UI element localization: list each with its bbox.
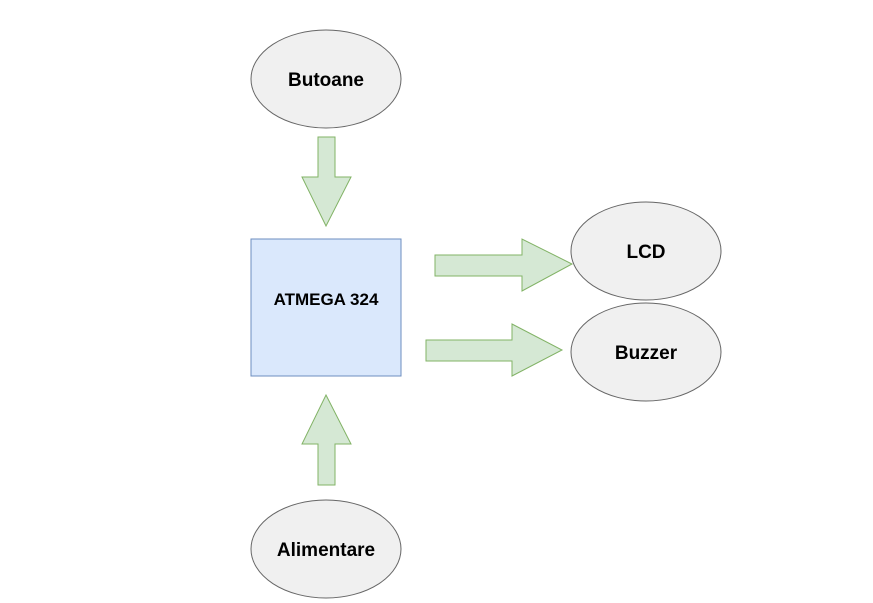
node-atmega-label: ATMEGA 324 [274,290,379,309]
node-butoane-label: Butoane [288,70,364,91]
node-butoane[interactable]: Butoane [250,29,402,129]
arrow-mcu-to-buzzer [425,323,564,377]
node-alimentare-label: Alimentare [277,540,375,561]
node-atmega[interactable]: ATMEGA 324 [250,238,402,377]
arrow-butoane-to-mcu [301,136,352,228]
node-butoane-shape [250,29,402,129]
arrow-mcu-to-lcd [434,238,574,292]
node-buzzer-label: Buzzer [615,343,678,364]
arrow-alimentare-to-mcu [301,393,352,486]
node-lcd-label: LCD [626,242,665,263]
node-alimentare[interactable]: Alimentare [250,499,402,599]
node-buzzer-shape [570,302,722,402]
node-buzzer[interactable]: Buzzer [570,302,722,402]
node-alimentare-shape [250,499,402,599]
node-lcd[interactable]: LCD [570,201,722,301]
node-lcd-shape [570,201,722,301]
node-atmega-shape [250,238,402,377]
